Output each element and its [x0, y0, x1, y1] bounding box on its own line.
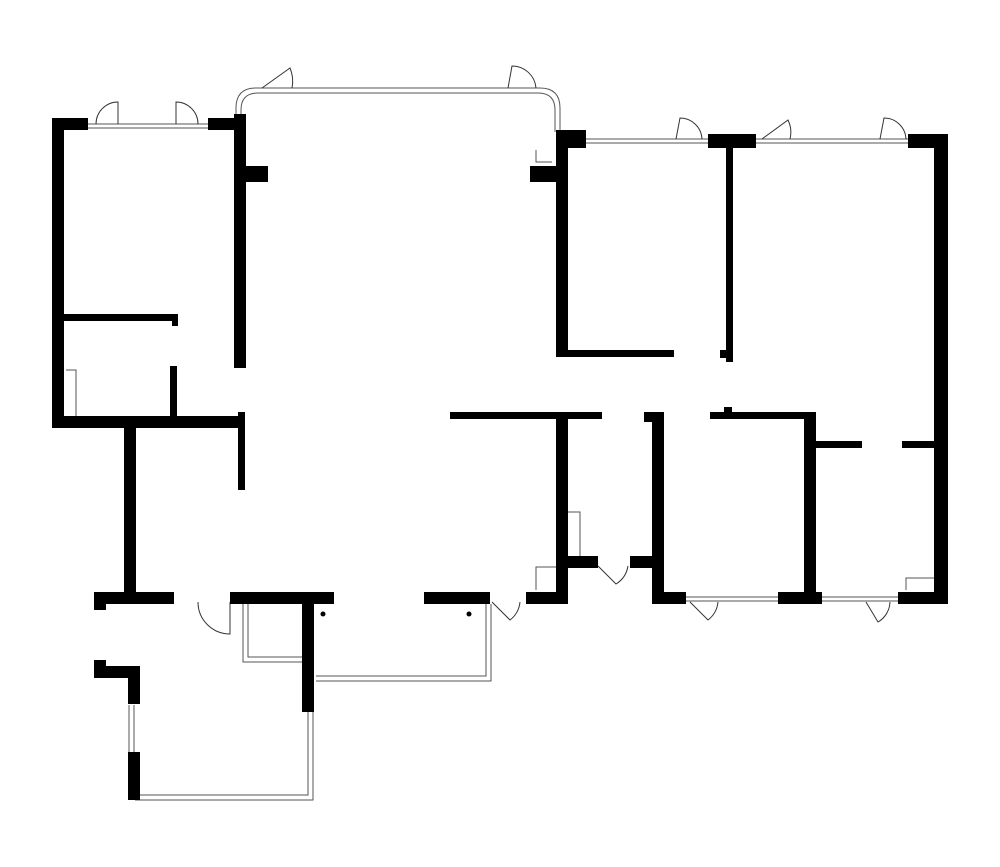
wall-segment — [708, 134, 756, 148]
wall-segment — [720, 350, 728, 358]
wall-segment — [804, 412, 816, 604]
wall-segment — [124, 428, 136, 594]
wall-segment — [64, 314, 178, 321]
wall-segment — [652, 592, 686, 604]
wall-segment — [726, 148, 733, 362]
door-swing-2 — [175, 101, 199, 125]
wall-segment — [902, 441, 942, 448]
wall-segment — [568, 556, 598, 568]
door-swing-3 — [261, 67, 294, 89]
wall-segment — [652, 412, 664, 604]
wall-segment — [246, 166, 268, 182]
wall-segment — [556, 412, 568, 604]
cabinet-bottom — [242, 604, 302, 663]
wall-segment — [898, 592, 948, 604]
wall-segment — [816, 441, 862, 448]
wall-segment — [302, 604, 314, 712]
window-balcony — [316, 604, 487, 677]
wall-segment — [778, 592, 822, 604]
cabinet-mid — [566, 511, 581, 556]
wall-segment — [234, 114, 246, 368]
cabinet-right — [905, 577, 934, 590]
wall-segment — [556, 130, 568, 356]
wall-segment — [52, 416, 244, 428]
door-swing-11 — [689, 601, 719, 621]
wall-segment — [530, 166, 568, 182]
windows — [66, 87, 934, 801]
door-swing-9 — [491, 601, 521, 621]
wall-segment — [556, 130, 586, 148]
wall-segment — [128, 666, 140, 704]
door-swing-4 — [507, 65, 537, 89]
wall-segment — [238, 412, 245, 490]
wall-segment — [526, 592, 568, 604]
cabinet-lower — [535, 566, 556, 590]
window-bay — [235, 87, 561, 132]
drain-dot — [320, 611, 326, 617]
window-balcony-left — [135, 712, 309, 796]
drain-dot — [466, 611, 472, 617]
wall-segment — [170, 366, 177, 418]
wall-segment — [172, 314, 178, 326]
door-swing-7 — [879, 117, 907, 140]
wall-segment — [710, 412, 814, 419]
door-swing-6 — [761, 119, 792, 140]
walls — [52, 114, 948, 800]
door-swing-5 — [675, 117, 703, 140]
wall-segment — [94, 604, 106, 610]
door-swing-1 — [95, 101, 119, 125]
wall-segment — [230, 592, 334, 604]
door-swing-12 — [865, 601, 891, 623]
door-swing-10 — [597, 565, 629, 585]
wall-segment — [450, 412, 602, 419]
wall-segment — [724, 407, 732, 413]
wall-segment — [556, 350, 674, 357]
door-swing-8 — [197, 601, 231, 635]
cabinet-top — [535, 150, 552, 163]
door-swings — [95, 65, 907, 635]
wall-segment — [94, 592, 174, 604]
wall-segment — [52, 118, 64, 428]
wall-segment — [424, 592, 490, 604]
wall-segment — [128, 752, 140, 800]
cabinet-left — [66, 369, 77, 416]
wall-segment — [934, 134, 948, 604]
